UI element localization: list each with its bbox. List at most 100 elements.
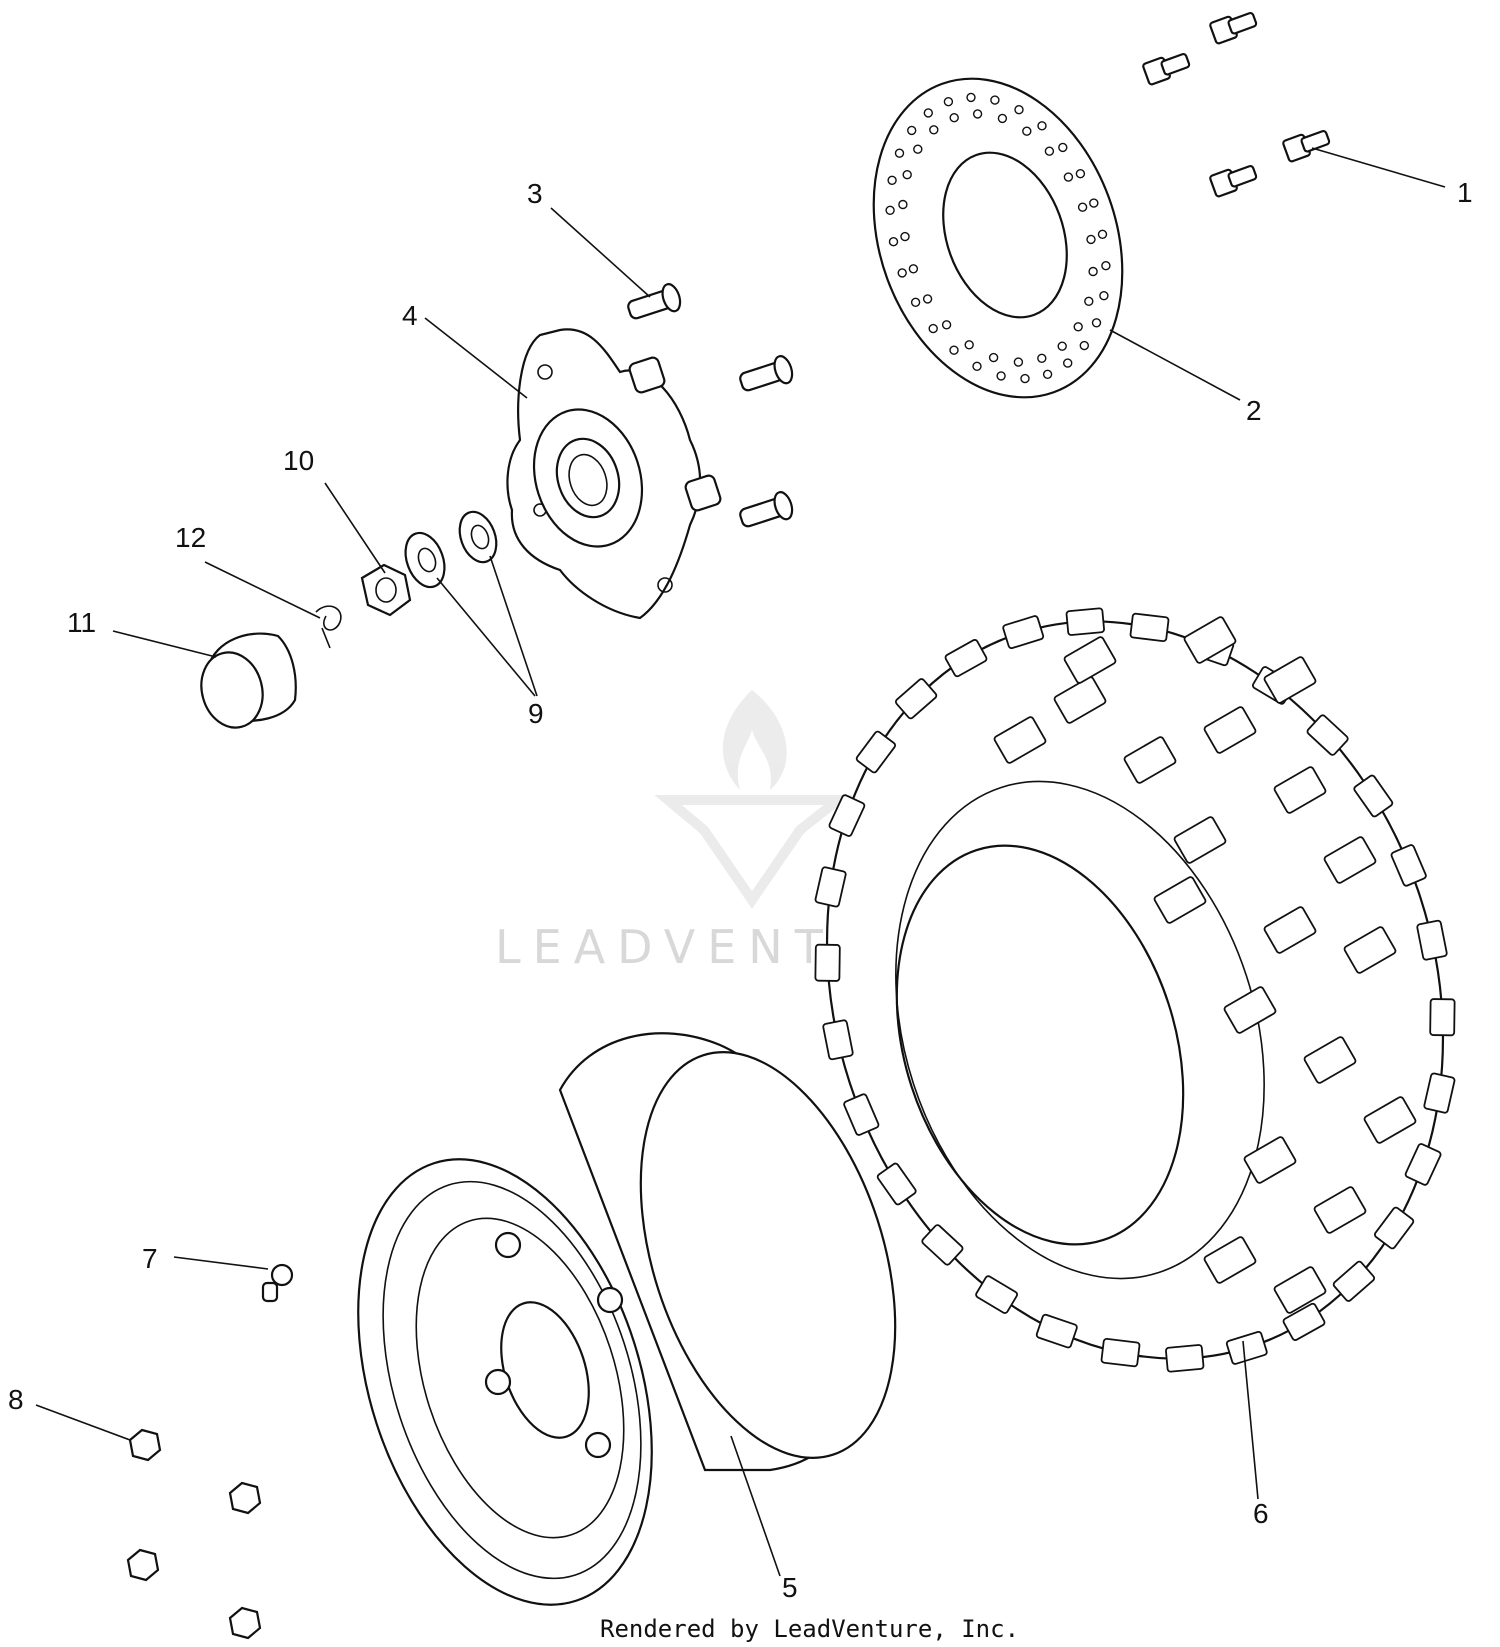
callout-9: 9	[528, 698, 544, 729]
disc-hole	[1097, 229, 1108, 240]
disc-hole	[885, 205, 895, 216]
disc-hole	[1022, 126, 1032, 136]
tread-block	[855, 730, 896, 774]
disc-hole	[1073, 322, 1083, 332]
tread-block	[1273, 1266, 1327, 1314]
wheel-stud-group	[627, 283, 794, 528]
tread-block	[1129, 612, 1170, 643]
callout-1: 1	[1457, 177, 1473, 208]
callout-4: 4	[402, 300, 418, 331]
tread-block	[1100, 1337, 1141, 1368]
disc-hole	[902, 169, 912, 180]
tread-block	[1374, 1206, 1415, 1250]
tread-block	[828, 794, 866, 837]
disc-hole	[898, 199, 908, 210]
tread-block	[1332, 1260, 1376, 1302]
tread-block	[1313, 1186, 1367, 1234]
disc-hole	[972, 109, 983, 119]
disc-hole	[1079, 340, 1090, 351]
leadventure-flame-logo	[654, 690, 853, 909]
tread-block	[1390, 844, 1427, 887]
disc-hole	[943, 96, 954, 107]
tread-block	[1263, 656, 1317, 704]
callout-7: 7	[142, 1243, 158, 1274]
tread-block	[814, 866, 847, 908]
tread-block	[1053, 676, 1107, 724]
disc-hole	[1042, 369, 1053, 379]
tread-block	[1002, 615, 1045, 650]
tread-block	[1323, 836, 1377, 884]
disc-hole	[1037, 121, 1047, 131]
disc-hole	[1020, 373, 1030, 384]
disc-hole	[1014, 104, 1024, 115]
disc-hole	[990, 95, 1000, 105]
dust-cap	[200, 632, 297, 729]
disc-hole	[1062, 358, 1073, 368]
wheel-rim	[357, 1032, 897, 1606]
disc-hole	[949, 112, 959, 123]
valve-stem	[261, 1263, 294, 1303]
tread-block	[1243, 1136, 1297, 1184]
leader-lines	[35, 147, 1446, 1577]
disc-hole	[1084, 296, 1094, 306]
disc-hole	[900, 231, 910, 242]
disc-hole	[1037, 353, 1047, 363]
disc-hole	[1013, 357, 1024, 367]
tread-block	[1416, 919, 1448, 961]
disc-hole	[908, 264, 919, 274]
disc-hole	[1089, 198, 1099, 208]
disc-hole	[1088, 266, 1098, 277]
lug-nut-group	[126, 1428, 262, 1640]
tread-block	[1173, 816, 1227, 864]
tread-block	[1065, 607, 1105, 636]
disc-hole	[888, 236, 899, 247]
tread-block	[1273, 766, 1327, 814]
tread-block	[921, 1224, 964, 1266]
tread-block	[1303, 1036, 1357, 1084]
tread-block	[944, 639, 988, 678]
disc-hole	[1086, 234, 1096, 245]
disc-hole	[972, 361, 982, 371]
tread-block	[814, 943, 841, 982]
disc-hole	[923, 108, 933, 118]
tread-block	[843, 1093, 880, 1136]
tread-block	[1429, 998, 1456, 1037]
tread-block	[1153, 876, 1207, 924]
disc-hole	[1077, 202, 1088, 212]
disc-hole	[922, 294, 933, 304]
tread-block	[1423, 1072, 1456, 1114]
disc-hole	[1044, 146, 1055, 156]
disc-hole	[1099, 291, 1109, 301]
tread-block	[822, 1019, 854, 1061]
footer-credit: Rendered by LeadVenture, Inc.	[600, 1615, 1019, 1643]
brake-disc	[872, 77, 1124, 399]
callout-12: 12	[175, 522, 206, 553]
callout-6: 6	[1253, 1498, 1269, 1529]
tread-block	[1282, 1302, 1326, 1341]
cotter-pin	[315, 605, 342, 649]
disc-hole	[928, 323, 938, 334]
callout-11: 11	[67, 607, 96, 638]
callout-2: 2	[1246, 395, 1262, 426]
tread-block	[1306, 714, 1349, 756]
disc-hole	[1058, 142, 1068, 153]
callout-5: 5	[782, 1572, 798, 1603]
disc-hole	[1101, 261, 1111, 271]
disc-hole	[913, 144, 923, 154]
tread-block	[1203, 1236, 1257, 1284]
tread-block	[975, 1275, 1018, 1314]
disc-hole	[996, 371, 1006, 381]
tread-block	[1353, 774, 1394, 818]
disc-hole	[988, 352, 999, 363]
disc-hole	[964, 340, 974, 350]
disc-hole	[949, 345, 959, 355]
tread-block	[1404, 1143, 1442, 1186]
bolt-group	[1142, 11, 1331, 198]
callout-8: 8	[8, 1384, 24, 1415]
disc-hole	[897, 268, 907, 278]
disc-hole	[1091, 318, 1102, 328]
washer-group	[404, 510, 498, 589]
tread-block	[1363, 1096, 1417, 1144]
tread-block	[1263, 906, 1317, 954]
